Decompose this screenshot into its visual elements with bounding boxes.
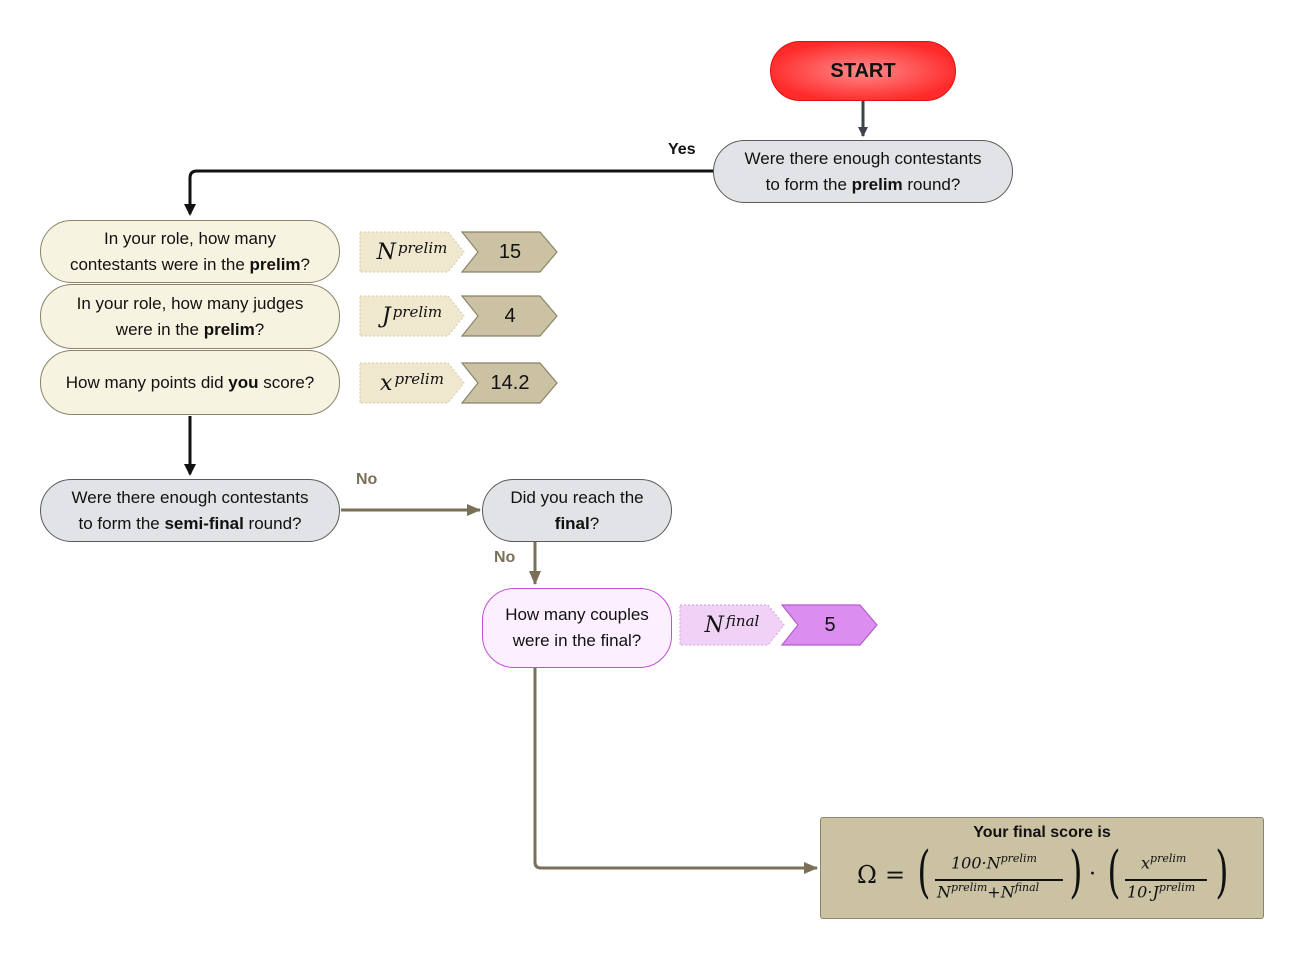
start-label: START — [830, 60, 896, 82]
var-x-prelim-value: 14.2 — [490, 371, 530, 394]
judges-line2: were in the prelim? — [77, 317, 304, 343]
couples-line2: were in the final? — [512, 631, 642, 650]
formula-omega: Ω — [857, 861, 877, 889]
var-x-prelim-base: x — [380, 370, 393, 396]
formula-num1-text: 100·N — [951, 853, 1001, 873]
prelim-round-line2: to form the prelim round? — [745, 172, 982, 198]
var-n-final-base: N — [704, 612, 724, 638]
var-j-prelim-base: J — [381, 303, 391, 329]
formula-num2-sup: prelim — [1150, 852, 1187, 865]
judges-line2-pre: were in the — [115, 319, 204, 339]
formula-fraction-bar-1 — [935, 879, 1063, 881]
formula-num2: xprelim — [1141, 852, 1186, 872]
couples-question: How many couples were in the final? — [482, 588, 672, 668]
formula-num1: 100·Nprelim — [951, 852, 1037, 872]
var-j-prelim-sup: prelim — [392, 303, 443, 321]
formula-equals: = — [885, 861, 906, 889]
prelim-round-line2-pre: to form the — [765, 174, 852, 194]
formula-fraction-bar-2 — [1125, 879, 1207, 881]
contestants-line2-pre: contestants were in the — [69, 254, 250, 274]
semifinal-line2-pre: to form the — [78, 513, 165, 533]
contestants-line1: In your role, how many — [104, 228, 276, 248]
points-line: How many points did you score? — [66, 370, 315, 396]
start-node: START — [770, 41, 956, 101]
final-line1: Did you reach the — [510, 487, 644, 507]
tag-n-prelim-shape — [359, 231, 558, 273]
formula-den1-a: N — [937, 882, 951, 902]
final-score-title: Your final score is — [973, 824, 1111, 841]
prelim-round-question: Were there enough contestants to form th… — [713, 140, 1013, 203]
final-score-box: Your final score is Ω = ( 100·Nprelim Np… — [820, 817, 1264, 919]
contestants-line2: contestants were in the prelim? — [70, 252, 310, 278]
final-line2-post: ? — [589, 513, 600, 533]
points-bold: you — [228, 372, 259, 392]
var-n-prelim-base: N — [376, 239, 396, 265]
semifinal-line2-bold: semi-final — [164, 513, 244, 533]
formula-den2-text: 10·J — [1127, 882, 1159, 902]
contestants-line2-post: ? — [300, 254, 311, 274]
contestants-line2-bold: prelim — [249, 254, 301, 274]
points-pre: How many points did — [65, 372, 229, 392]
points-question: How many points did you score? — [40, 350, 340, 415]
formula-dot: · — [1089, 862, 1096, 887]
formula-den1-b-sup: final — [1014, 881, 1040, 894]
judges-line2-post: ? — [254, 319, 265, 339]
prelim-round-line2-post: round? — [902, 174, 961, 194]
arrow-couples-to-result — [533, 668, 818, 874]
score-formula: Ω = ( 100·Nprelim Nprelim+Nfinal ) · ( x… — [821, 840, 1263, 916]
no-label-final: No — [494, 549, 516, 566]
var-n-final-value: 5 — [824, 613, 836, 636]
formula-den1-a-sup: prelim — [951, 881, 988, 894]
semifinal-question: Were there enough contestants to form th… — [40, 479, 340, 542]
formula-den2-sup: prelim — [1158, 881, 1196, 894]
var-x-prelim-sup: prelim — [394, 370, 444, 388]
arrow-yes-to-contestants — [184, 169, 713, 216]
semifinal-line2: to form the semi-final round? — [72, 511, 309, 537]
var-n-final-sup: final — [725, 612, 760, 630]
couples-line1: How many couples — [505, 605, 649, 624]
formula-den2: 10·Jprelim — [1127, 881, 1195, 901]
yes-label: Yes — [668, 141, 696, 158]
tag-n-final-shape — [679, 604, 878, 646]
var-j-prelim-value: 4 — [504, 304, 516, 327]
no-label-semifinal: No — [356, 471, 378, 488]
contestants-question: In your role, how many contestants were … — [40, 220, 340, 283]
formula-left-paren-2: ( — [1107, 840, 1121, 905]
formula-den1-plus: +N — [987, 882, 1015, 902]
formula-left-paren-1: ( — [917, 840, 931, 905]
tag-j-prelim-shape — [359, 295, 558, 337]
formula-num1-sup: prelim — [1000, 852, 1037, 865]
points-post: score? — [258, 372, 315, 392]
judges-line1: In your role, how many judges — [76, 293, 304, 313]
prelim-round-line1: Were there enough contestants — [744, 148, 982, 168]
tag-x-prelim-shape — [359, 362, 558, 404]
formula-num2-text: x — [1141, 853, 1151, 873]
judges-question: In your role, how many judges were in th… — [40, 284, 340, 349]
final-line2: final? — [510, 511, 643, 537]
semifinal-line1: Were there enough contestants — [71, 487, 309, 507]
var-n-prelim-sup: prelim — [397, 239, 448, 257]
judges-line2-bold: prelim — [203, 319, 255, 339]
final-question: Did you reach the final? — [482, 479, 672, 542]
final-line2-bold: final — [554, 513, 590, 533]
formula-right-paren-1: ) — [1069, 840, 1083, 905]
formula-right-paren-2: ) — [1215, 840, 1229, 905]
var-n-prelim-value: 15 — [498, 240, 522, 263]
semifinal-line2-post: round? — [243, 513, 302, 533]
prelim-round-line2-bold: prelim — [851, 174, 903, 194]
formula-den1: Nprelim+Nfinal — [937, 881, 1039, 901]
